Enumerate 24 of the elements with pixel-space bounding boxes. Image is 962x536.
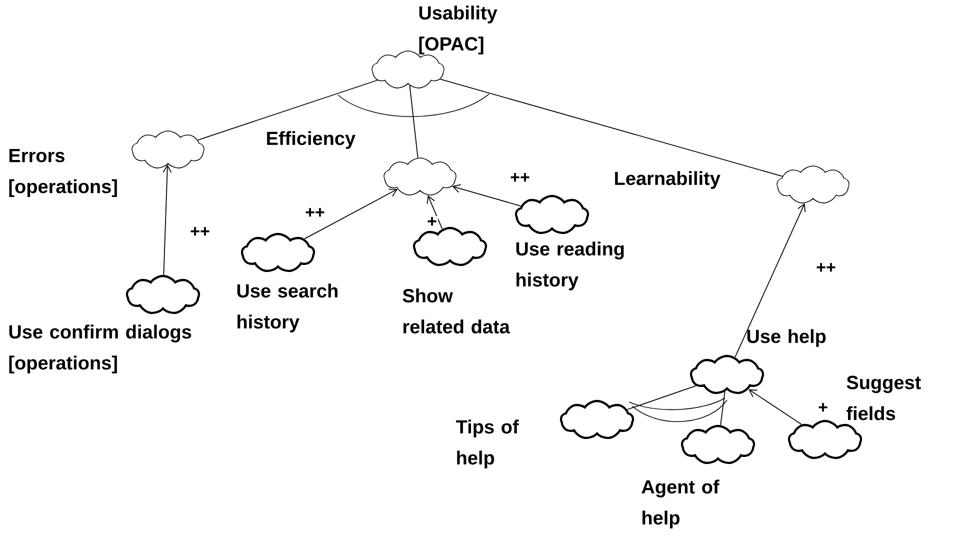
edge-label: ++ <box>189 226 211 238</box>
node-label: Use search history <box>237 284 338 332</box>
edge-label: + <box>817 402 829 414</box>
node-label: Tips of help <box>456 420 519 468</box>
node-label: Suggest fields <box>846 376 921 420</box>
node-label: Learnability <box>615 171 720 189</box>
edge-label: ++ <box>304 207 326 219</box>
edge-label: ++ <box>815 262 837 274</box>
arrow <box>162 164 172 276</box>
node-label: Show related data <box>402 288 510 334</box>
arrow <box>748 389 802 425</box>
arrow <box>304 188 398 240</box>
node-label: Use help <box>747 329 826 347</box>
node-label: Use reading history <box>516 242 624 290</box>
node-label: Usability [OPAC] <box>419 6 498 54</box>
node-label: Use confirm dialogs [operations] <box>9 324 192 374</box>
arrow <box>734 203 806 358</box>
node-label: Efficiency <box>267 131 356 149</box>
edge-label: ++ <box>509 172 531 184</box>
node-label: Agent of help <box>642 480 720 528</box>
node-label: Errors [operations] <box>9 149 117 197</box>
arrow <box>426 195 443 230</box>
arrow <box>452 184 522 206</box>
edge-label: + <box>426 216 438 228</box>
